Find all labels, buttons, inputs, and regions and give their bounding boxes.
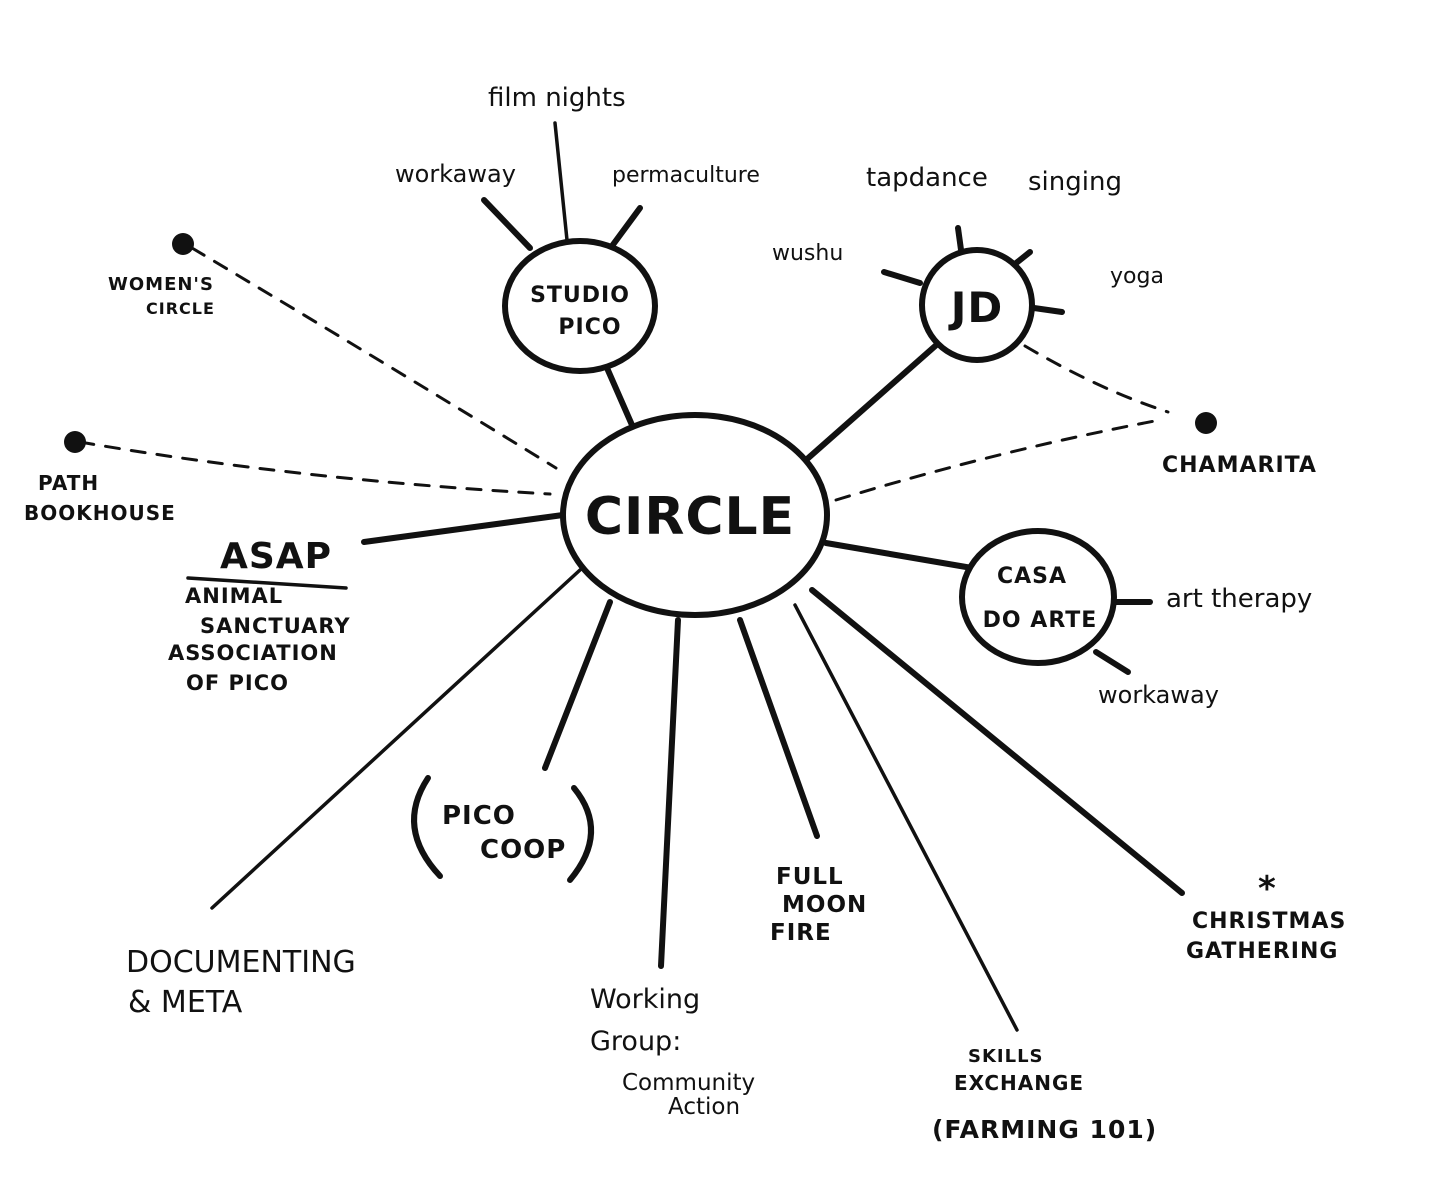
dashed-link-jd-chamarita: [1023, 344, 1170, 414]
working-group-line-1: Working: [590, 984, 700, 1015]
connector-asap: [361, 512, 566, 545]
jd-label: JD: [948, 283, 1004, 332]
asap-line-2: SANCTUARY: [200, 614, 351, 638]
christmas-line-2: GATHERING: [1186, 939, 1338, 964]
chamarita-dot: [1195, 412, 1217, 434]
full-moon-line-2: MOON: [782, 892, 867, 918]
spoke-workaway-studio: [481, 197, 533, 251]
label-workaway-casa: workaway: [1098, 681, 1219, 709]
casa-do-arte-label-1: CASA: [997, 564, 1067, 589]
skills-exchange-line-3: (FARMING 101): [932, 1115, 1157, 1144]
working-group-line-4: Action: [668, 1094, 740, 1120]
path-bookhouse-label-1: PATH: [38, 471, 99, 495]
connector-full-moon: [737, 617, 820, 839]
asap-acronym: ASAP: [220, 536, 332, 577]
label-tapdance: tapdance: [866, 163, 988, 193]
full-moon-line-1: FULL: [776, 864, 844, 890]
asap-underline: [186, 576, 348, 590]
womens-circle-label-1: WOMEN'S: [108, 274, 214, 295]
connector-jd: [803, 337, 945, 463]
working-group-line-3: Community: [622, 1070, 755, 1096]
spoke-permaculture: [609, 205, 643, 249]
label-workaway-studio: workaway: [395, 160, 516, 188]
skills-exchange-line-1: SKILLS: [968, 1046, 1044, 1067]
label-singing: singing: [1028, 167, 1122, 197]
dashed-link-womens-circle: [190, 246, 558, 470]
asap-line-4: OF PICO: [186, 671, 289, 695]
path-bookhouse-label-2: BOOKHOUSE: [24, 501, 176, 525]
path-bookhouse-dot: [64, 431, 86, 453]
label-wushu: wushu: [772, 241, 843, 266]
dashed-link-chamarita: [834, 418, 1162, 502]
womens-circle-dot: [172, 233, 194, 255]
label-film-nights: film nights: [488, 83, 626, 113]
womens-circle-label-2: CIRCLE: [146, 299, 215, 318]
jd-node: [919, 247, 1035, 363]
label-yoga: yoga: [1110, 264, 1164, 289]
connector-working-group: [658, 617, 681, 969]
label-art-therapy: art therapy: [1166, 584, 1312, 614]
pico-coop-right-paren: [567, 785, 595, 883]
dashed-link-path-bookhouse: [78, 440, 552, 496]
connector-casa-do-arte: [823, 540, 975, 571]
studio-pico-label-1: STUDIO: [530, 283, 630, 308]
pico-coop-line-2: COOP: [480, 835, 566, 865]
documenting-line-2: & META: [128, 985, 243, 1020]
center-node: [560, 412, 830, 618]
pico-coop-left-paren: [411, 775, 443, 879]
asap-line-1: ANIMAL: [185, 584, 283, 608]
casa-do-arte-label-2: DO ARTE: [983, 608, 1098, 633]
pico-coop-line-1: PICO: [442, 801, 516, 831]
chamarita-label: CHAMARITA: [1162, 453, 1317, 478]
connector-documenting: [210, 568, 582, 910]
spoke-workaway-casa: [1093, 649, 1131, 675]
center-label: CIRCLE: [585, 487, 795, 547]
working-group-line-2: Group:: [590, 1026, 681, 1057]
asap-line-3: ASSOCIATION: [168, 641, 338, 665]
christmas-mark: *: [1258, 869, 1277, 909]
spoke-yoga: [1031, 305, 1065, 315]
spoke-wushu: [881, 269, 923, 286]
studio-pico-label-2: PICO: [558, 315, 621, 340]
label-permaculture: permaculture: [612, 163, 760, 188]
connector-pico-coop: [542, 599, 613, 771]
christmas-line-1: CHRISTMAS: [1192, 909, 1346, 934]
studio-pico-node: [502, 238, 658, 374]
documenting-line-1: DOCUMENTING: [126, 945, 356, 980]
spoke-film-nights: [553, 121, 569, 242]
full-moon-line-3: FIRE: [770, 920, 832, 946]
connectors: [78, 121, 1185, 1032]
connector-studio-pico: [604, 365, 635, 428]
casa-do-arte-node: [959, 528, 1117, 666]
skills-exchange-line-2: EXCHANGE: [954, 1071, 1084, 1095]
connector-christmas: [809, 587, 1185, 896]
connector-skills-exchange: [793, 603, 1019, 1032]
